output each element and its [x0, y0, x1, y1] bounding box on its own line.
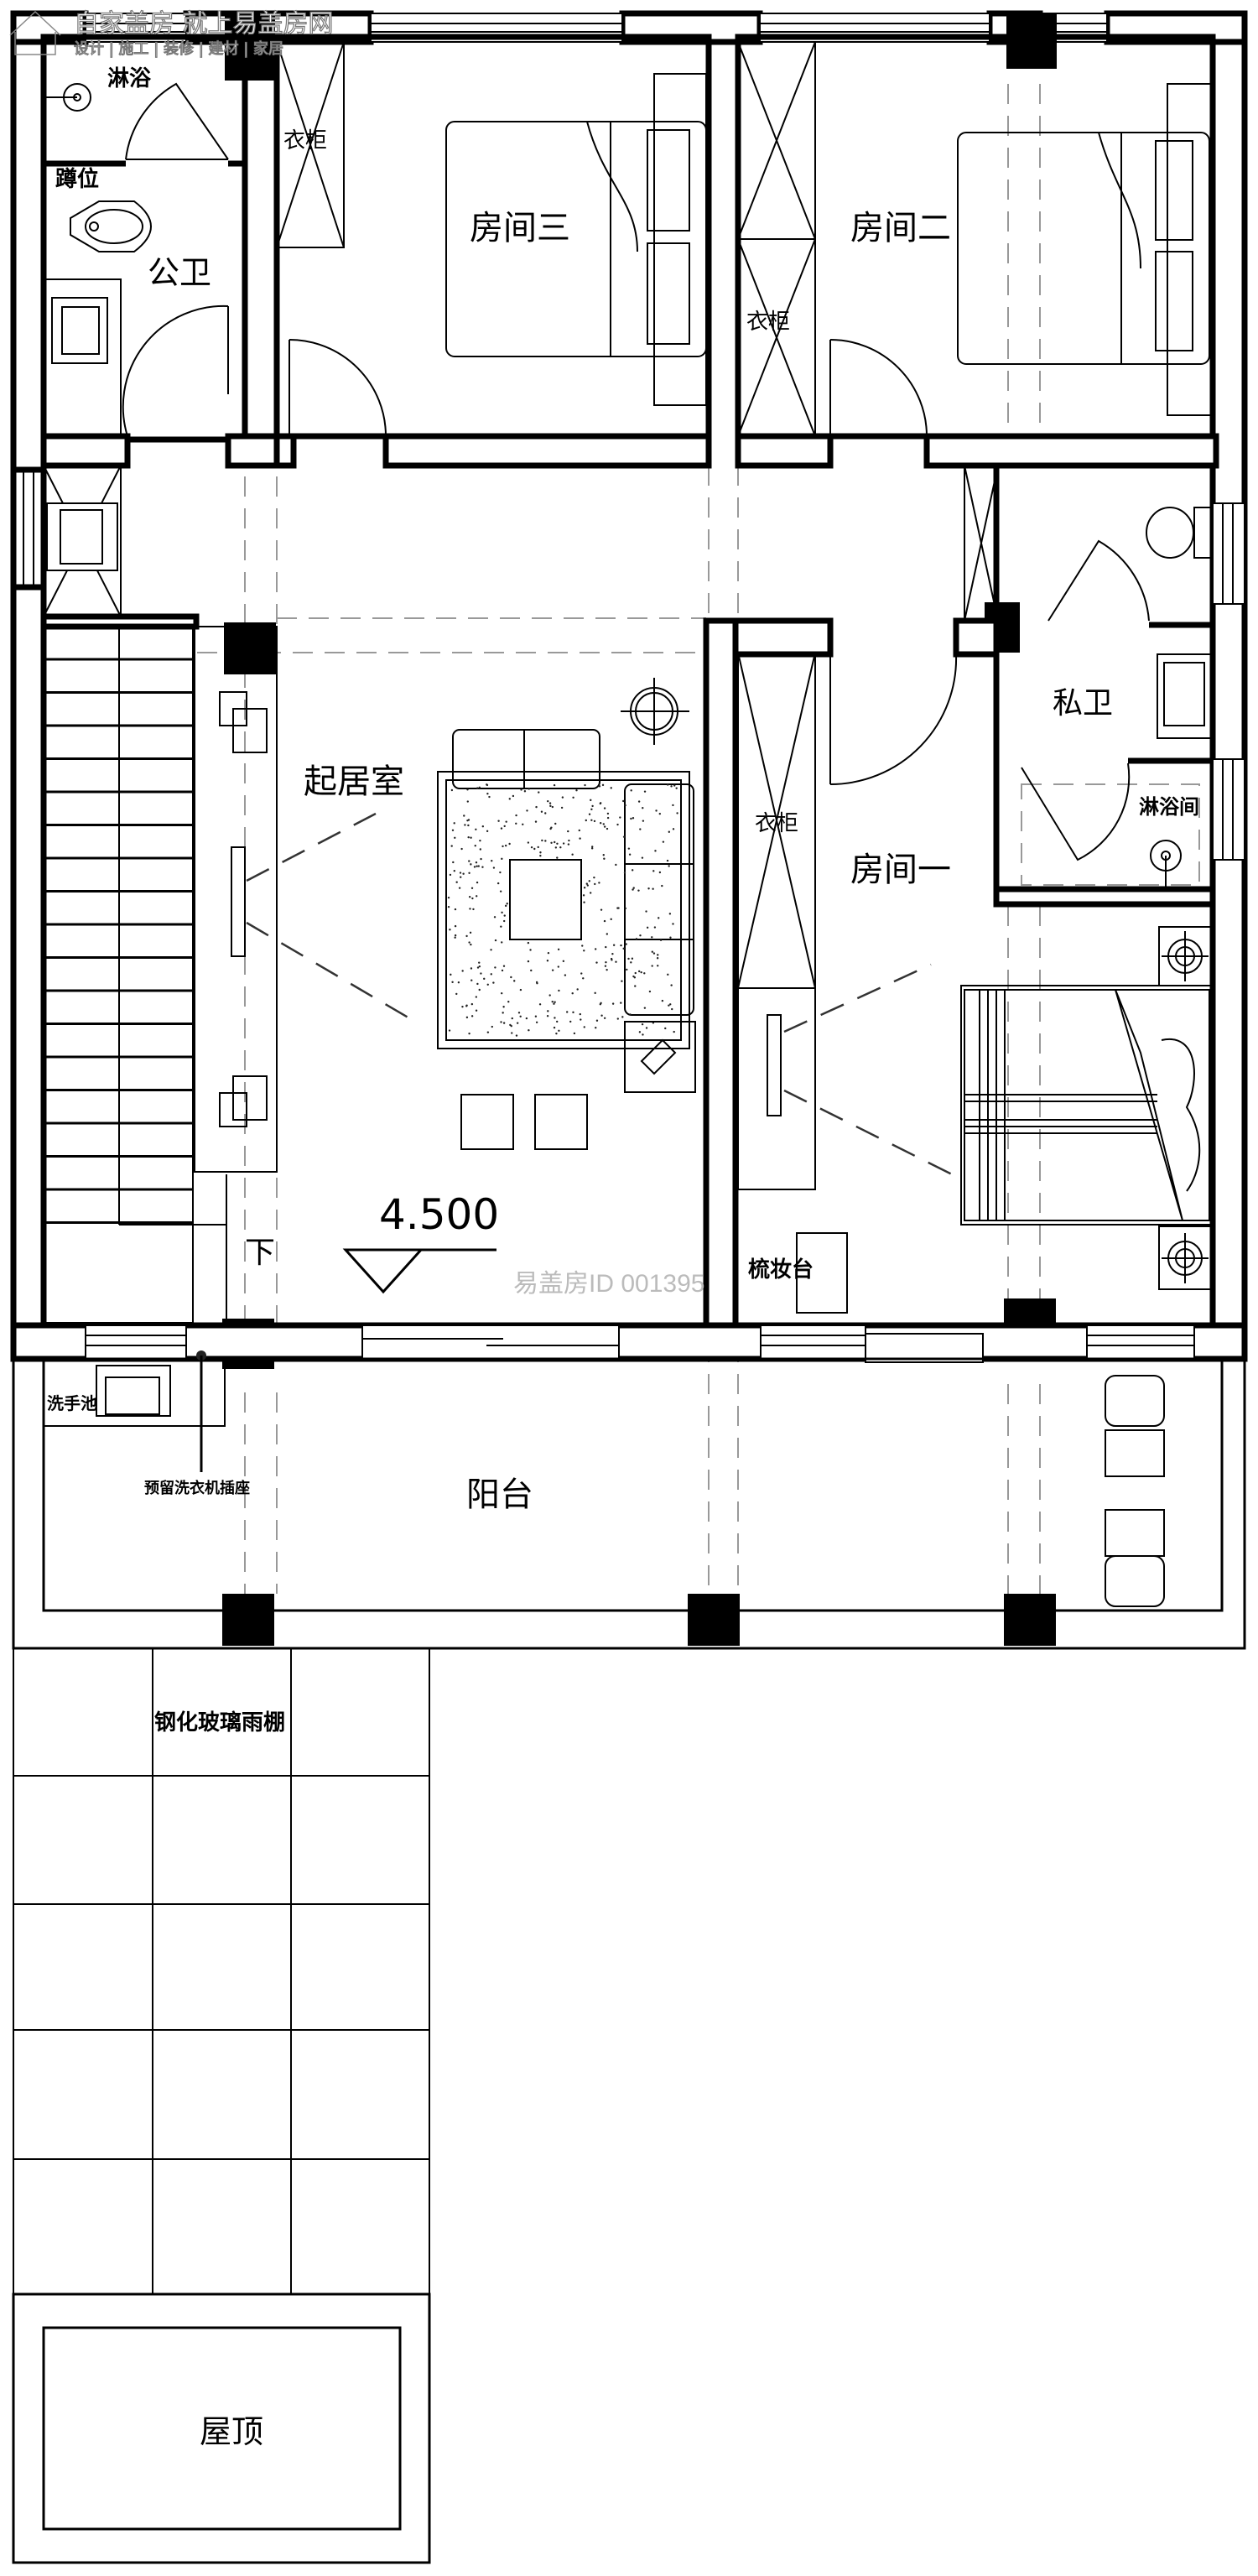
room1-label: 房间一 — [850, 851, 951, 889]
elevation-value: 4.500 — [379, 1190, 499, 1239]
roof-label: 屋顶 — [200, 2413, 263, 2450]
balcony-label: 阳台 — [466, 1475, 533, 1514]
private-bath-label: 私卫 — [1053, 686, 1113, 721]
watermark: 自家盖房 就上易盖房网 设计 | 施工 | 装修 | 建材 | 家居 易盖房ID… — [9, 8, 704, 1298]
public-bath-label: 公卫 — [148, 254, 211, 291]
watermark-brand: 自家盖房 就上易盖房网 — [74, 9, 334, 39]
public-bath: 淋浴 蹲位 公卫 — [40, 34, 290, 469]
squat-toilet-label: 蹲位 — [55, 166, 99, 192]
axis-lines — [197, 84, 1041, 1594]
stair-down-label: 下 — [245, 1236, 275, 1270]
roof: 屋顶 — [12, 2292, 431, 2564]
balcony: 洗手池 预留洗衣机插座 阳台 — [12, 1350, 1246, 1650]
room3-wardrobe-label: 衣柜 — [283, 128, 327, 154]
house-logo-icon — [9, 10, 61, 55]
washer-socket-label: 预留洗衣机插座 — [144, 1479, 250, 1497]
internal-walls — [703, 617, 1000, 1329]
room3-label: 房间三 — [470, 209, 570, 247]
room1-wardrobe-label: 衣柜 — [755, 811, 798, 836]
living-room-label: 起居室 — [304, 762, 404, 801]
wash-basin-label: 洗手池 — [47, 1393, 97, 1413]
room-2: 衣柜 房间二 — [735, 34, 1219, 469]
shower-room-label: 淋浴间 — [1139, 795, 1199, 819]
room2-wardrobe-label: 衣柜 — [746, 310, 790, 335]
glass-canopy: 钢化玻璃雨棚 — [13, 1647, 430, 2295]
room-1: 衣柜 梳妆台 房间一 — [737, 652, 1214, 1314]
canopy-label: 钢化玻璃雨棚 — [154, 1710, 285, 1736]
outer-walls — [10, 10, 1248, 1359]
stairs: 下 — [40, 613, 275, 1325]
room-3: 衣柜 房间三 — [273, 34, 712, 469]
dresser-label: 梳妆台 — [748, 1257, 814, 1283]
living-room: 起居室 4.500 — [194, 626, 696, 1294]
public-shower-label: 淋浴 — [107, 66, 152, 91]
private-bath: 私卫 淋浴间 — [964, 462, 1245, 908]
washer-closet — [10, 465, 122, 617]
watermark-id: 易盖房ID 001395 — [513, 1270, 704, 1298]
room2-label: 房间二 — [850, 209, 951, 247]
south-wall — [10, 1322, 1248, 1363]
watermark-tagline: 设计 | 施工 | 装修 | 建材 | 家居 — [74, 40, 283, 58]
